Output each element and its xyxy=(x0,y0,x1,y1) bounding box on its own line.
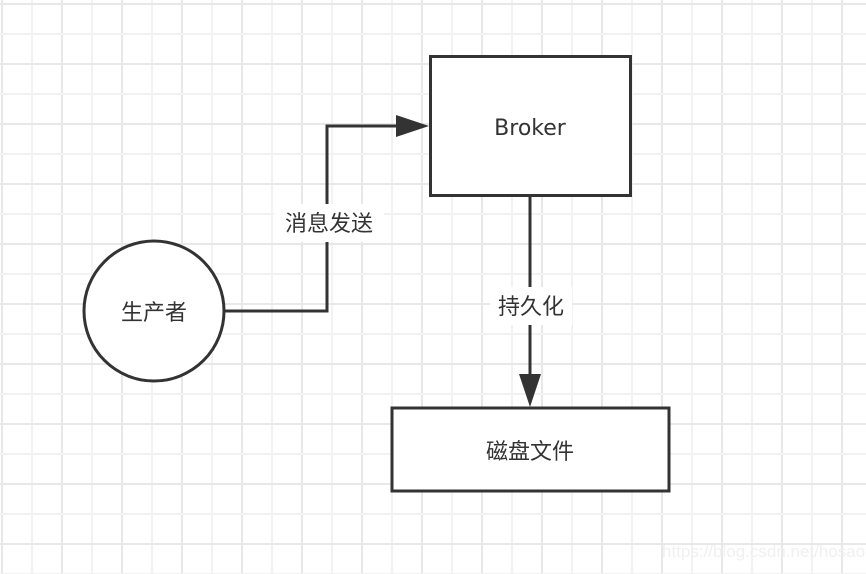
edge-label-send: 消息发送 xyxy=(285,212,373,237)
edge-send[interactable]: 消息发送 xyxy=(225,115,429,313)
node-broker[interactable]: Broker xyxy=(429,55,632,197)
producer-label: 生产者 xyxy=(121,301,187,326)
edge-label-persist: 持久化 xyxy=(498,295,564,320)
producer-circle[interactable] xyxy=(82,239,226,383)
broker-box[interactable] xyxy=(429,55,632,197)
node-disk[interactable]: 磁盘文件 xyxy=(390,406,671,493)
edge-persist[interactable]: 持久化 xyxy=(490,196,572,407)
arrowhead-send xyxy=(396,115,429,137)
disk-box[interactable] xyxy=(390,406,671,493)
watermark: https://blog.csdn.net/hosaos xyxy=(662,542,866,561)
edge-label-send-bg xyxy=(274,204,384,242)
broker-label: Broker xyxy=(494,116,567,141)
disk-label: 磁盘文件 xyxy=(486,440,574,465)
arrowhead-persist xyxy=(519,374,541,407)
edge-label-persist-bg xyxy=(490,287,572,325)
node-producer[interactable]: 生产者 xyxy=(82,239,226,383)
